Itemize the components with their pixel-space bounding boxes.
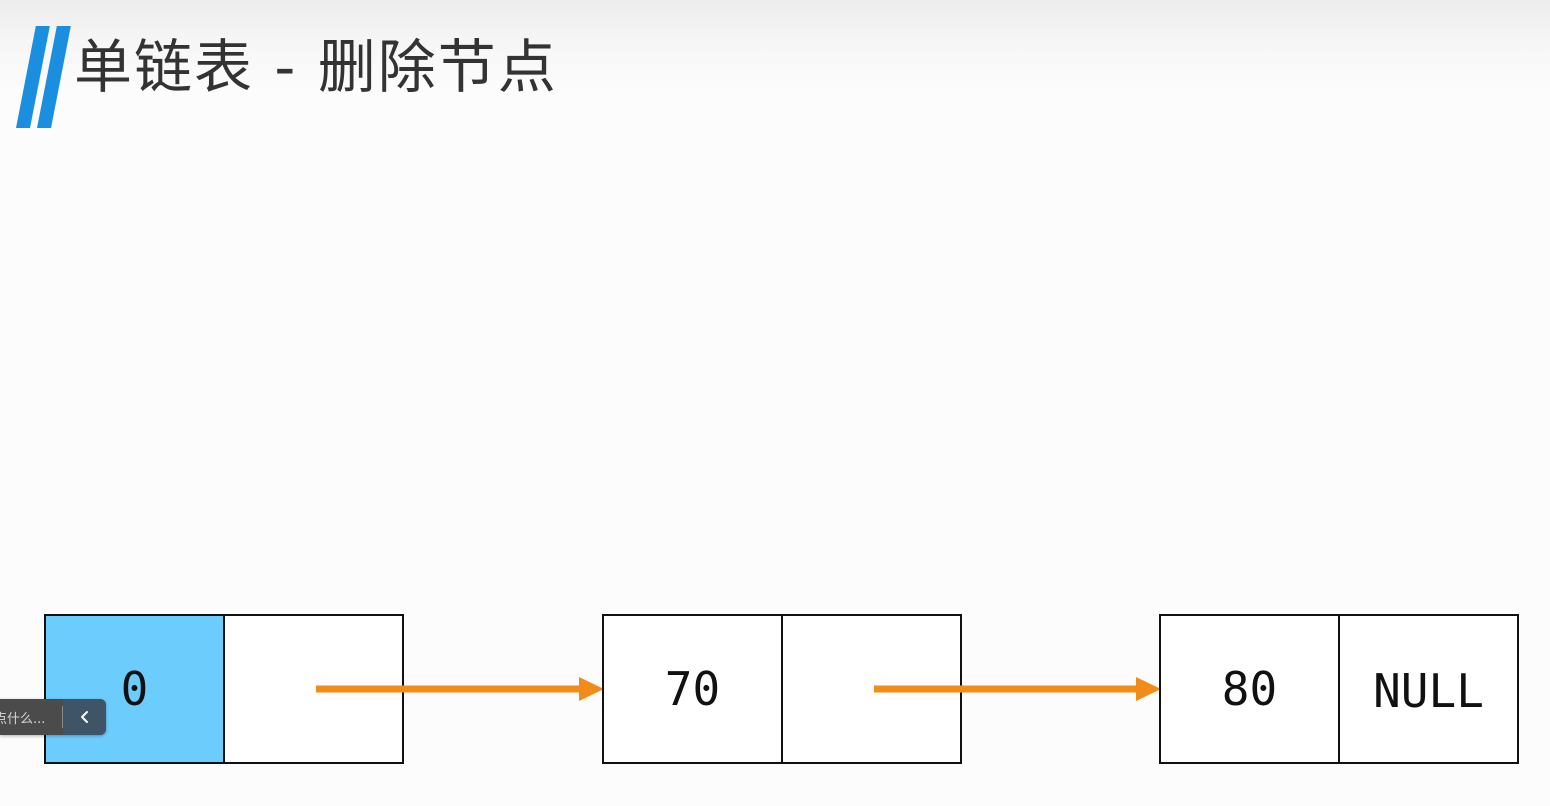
node-2-value: 80 bbox=[1222, 662, 1277, 716]
node-2-next-cell bbox=[1338, 614, 1519, 764]
toolbar-divider bbox=[62, 706, 63, 728]
floating-toolbar[interactable]: 点什么... bbox=[0, 699, 106, 735]
chevron-left-icon bbox=[80, 711, 88, 723]
node-2-next-value: NULL bbox=[1373, 664, 1484, 718]
node-1-data-cell bbox=[602, 614, 783, 764]
arrow-1-head-icon bbox=[1136, 677, 1161, 701]
toolbar-text[interactable]: 点什么... bbox=[0, 711, 46, 727]
toolbar-collapse-button[interactable] bbox=[63, 699, 106, 735]
arrow-0-head-icon bbox=[579, 677, 604, 701]
header-shade bbox=[0, 0, 1550, 92]
node-0-value: 0 bbox=[121, 662, 149, 716]
page-title: 单链表 - 删除节点 bbox=[74, 33, 558, 101]
title-bar: 单链表 - 删除节点 bbox=[0, 20, 600, 135]
node-0-data-cell bbox=[44, 614, 225, 764]
node-1-value: 70 bbox=[665, 662, 720, 716]
